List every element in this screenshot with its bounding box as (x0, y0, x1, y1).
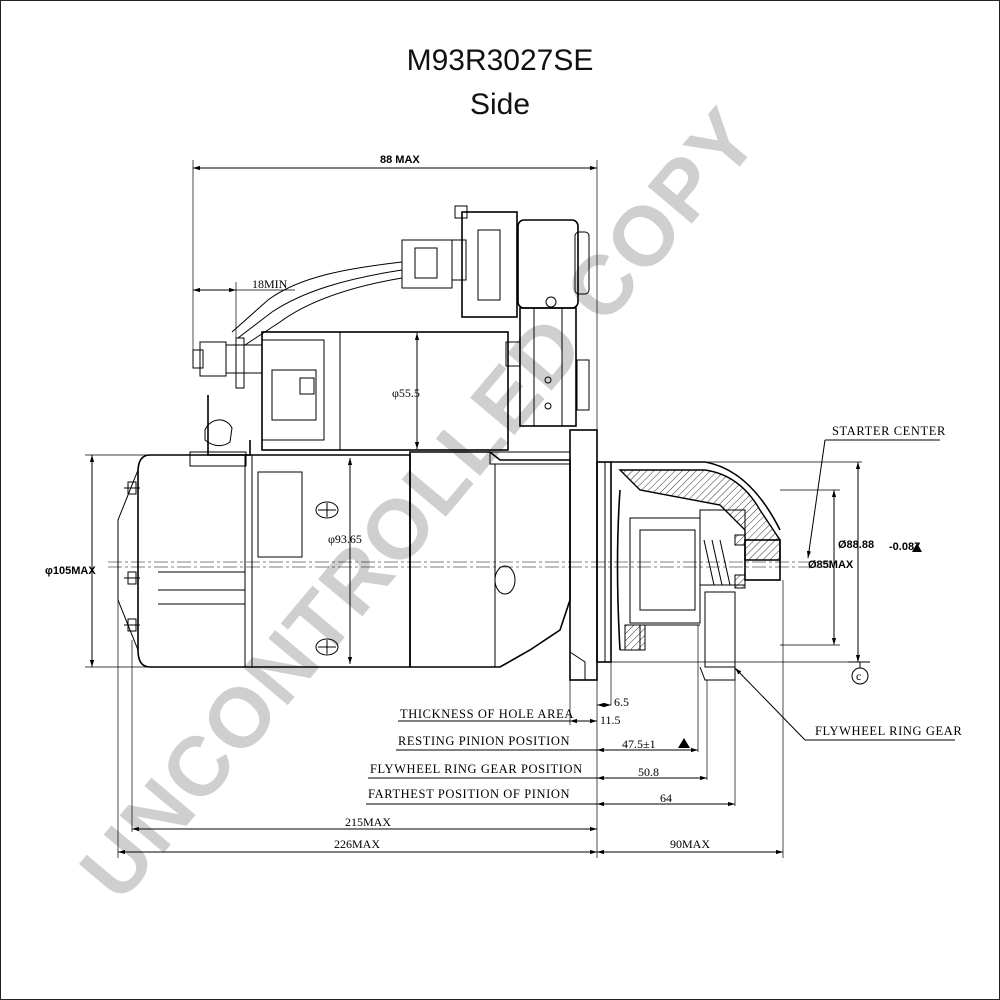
dim-226max-text: 226MAX (334, 837, 380, 851)
dim-105max: φ105MAX (45, 454, 150, 668)
flywheel-position-label: FLYWHEEL RING GEAR POSITION (370, 762, 583, 776)
dim-18min: 18MIN (193, 277, 295, 345)
dim-18min-text: 18MIN (252, 277, 288, 291)
starter-center-text: STARTER CENTER (832, 424, 946, 438)
flywheel-ring-gear-callout: FLYWHEEL RING GEAR (734, 667, 962, 741)
dim-88max: 88 MAX (192, 154, 598, 440)
dim-85max-text: Ø85MAX (808, 559, 854, 571)
dim-215max-text: 215MAX (345, 815, 391, 829)
dim-105max-text: φ105MAX (45, 565, 96, 577)
dim-6-5-text: 6.5 (614, 695, 629, 709)
pinion-nose (611, 461, 781, 681)
dim-pilot: Ø88.88 -0.087 Ø85MAX c (611, 461, 922, 685)
dim-47-5-text: 47.5±1 (622, 737, 656, 751)
dim-88-88-tol: -0.087 (889, 541, 920, 553)
center-symbol: c (856, 669, 861, 683)
farthest-pinion-label: FARTHEST POSITION OF PINION (368, 787, 570, 801)
dim-93-65: φ93.65 (328, 458, 362, 664)
motor-body (117, 429, 612, 681)
lower-dimensions: 6.5 THICKNESS OF HOLE AREA 11.5 RESTING … (117, 580, 784, 858)
dim-55-5: φ55.5 (392, 333, 420, 449)
dim-90max-text: 90MAX (670, 837, 710, 851)
resting-pinion-label: RESTING PINION POSITION (398, 734, 570, 748)
dim-88max-text: 88 MAX (380, 154, 420, 166)
drawing-title: M93R3027SE (406, 44, 594, 77)
dim-11-5-text: 11.5 (600, 713, 621, 727)
dim-88-88-text: Ø88.88 (838, 539, 874, 551)
drawing-subtitle: Side (469, 88, 531, 121)
starter-center-callout: STARTER CENTER (806, 424, 946, 559)
hole-thickness-label: THICKNESS OF HOLE AREA (400, 707, 574, 721)
dim-50-8-text: 50.8 (638, 765, 659, 779)
dim-55-5-text: φ55.5 (392, 386, 420, 400)
dim-64-text: 64 (660, 791, 672, 805)
dim-93-65-text: φ93.65 (328, 532, 362, 546)
solenoid-assembly (189, 205, 590, 467)
flywheel-ring-gear-text: FLYWHEEL RING GEAR (815, 724, 962, 738)
